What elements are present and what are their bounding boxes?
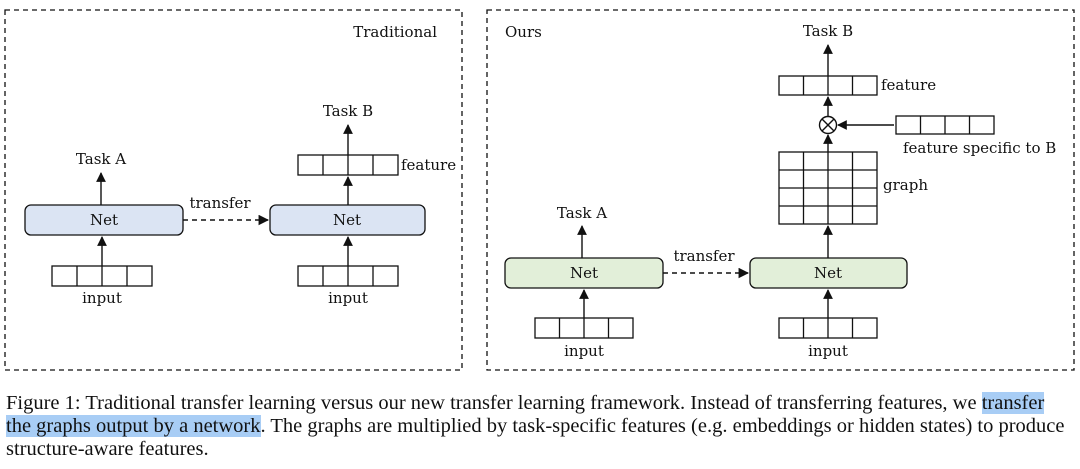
left-panel-title: Traditional (353, 23, 437, 41)
left-input-b-vector (297, 265, 399, 287)
graph-label: graph (883, 176, 928, 194)
right-input-a-label: input (564, 342, 604, 360)
caption-label: Figure 1: (6, 392, 81, 414)
figure-caption: Figure 1: Traditional transfer learning … (6, 392, 1074, 461)
right-transfer-label: transfer (673, 247, 735, 265)
left-input-b-label: input (328, 289, 368, 307)
right-feature-label: feature (881, 76, 936, 94)
left-feature-vector (297, 154, 399, 176)
figure-1: Traditional Net Net transfer Task A feat… (4, 9, 1075, 371)
left-panel: Traditional Net Net transfer Task A feat… (4, 9, 463, 371)
left-feature-label: feature (401, 156, 456, 174)
multiply-operator (818, 115, 838, 135)
right-input-b-vector (778, 317, 878, 339)
left-input-a-vector (51, 265, 153, 287)
right-input-b-label: input (808, 342, 848, 360)
left-input-a-label: input (82, 289, 122, 307)
right-task-a-label: Task A (557, 204, 607, 222)
feature-specific-label: feature specific to B (903, 139, 1056, 157)
right-net-b-label: Net (814, 264, 842, 282)
left-net-b-label: Net (333, 211, 361, 229)
feature-specific-vector (895, 115, 995, 135)
left-panel-border (4, 9, 463, 371)
graph-matrix (778, 151, 878, 225)
right-feature-vector (778, 75, 878, 96)
right-net-a-label: Net (570, 264, 598, 282)
right-panel: Ours Net Net transfer Task A input (486, 9, 1075, 371)
caption-text-1: Traditional transfer learning versus our… (80, 392, 982, 414)
left-task-b-label: Task B (323, 102, 373, 120)
left-net-a-label: Net (90, 211, 118, 229)
left-task-a-label: Task A (76, 150, 126, 168)
right-panel-border (486, 9, 1075, 371)
right-panel-title: Ours (505, 23, 542, 41)
right-task-b-label: Task B (803, 22, 853, 40)
caption-text-2: . The graphs are multiplied by task-spec… (6, 415, 1065, 460)
left-transfer-label: transfer (189, 194, 251, 212)
right-input-a-vector (534, 317, 634, 339)
